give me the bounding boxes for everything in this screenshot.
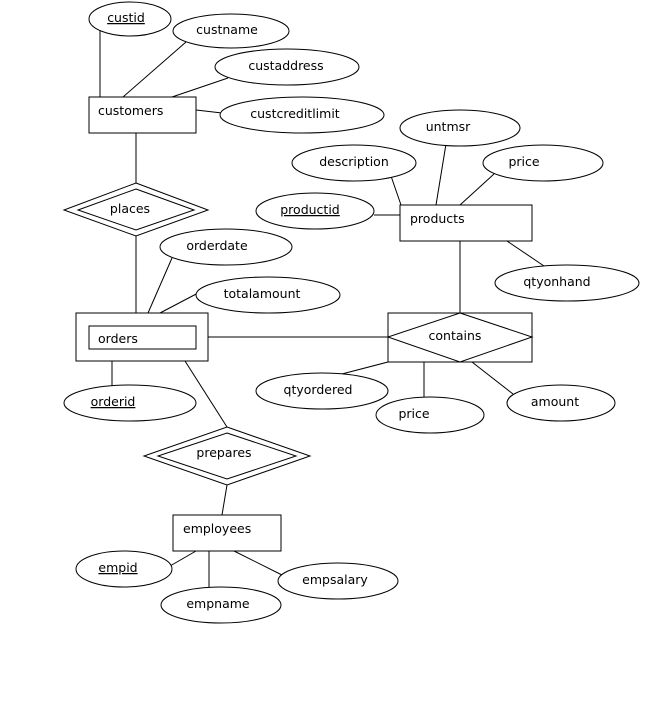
line-custcreditlimit-customers (195, 109, 223, 114)
line-untmsr-products (435, 143, 447, 206)
attribute-empname[interactable]: empname (160, 586, 282, 624)
attribute-qtyordered[interactable]: qtyordered (255, 372, 389, 410)
attribute-ellipse (399, 109, 521, 147)
relationship-contains[interactable]: contains (386, 312, 534, 363)
relationship-inner-diamond (76, 188, 196, 231)
entity-label: products (410, 211, 465, 226)
attribute-amount[interactable]: amount (506, 384, 616, 422)
attribute-label: qtyordered (284, 382, 353, 397)
line-custname-customers (122, 41, 187, 98)
attribute-productid[interactable]: productid (255, 192, 375, 230)
attribute-empsalary[interactable]: empsalary (277, 562, 399, 600)
line-orderdate-orders (147, 257, 173, 314)
attribute-ellipse (195, 276, 341, 314)
weak-entity-inner-box (88, 325, 197, 350)
attribute-ellipse (291, 144, 417, 182)
attribute-custaddress[interactable]: custaddress (214, 48, 360, 86)
attribute-custid[interactable]: custid (88, 1, 172, 37)
attribute-label: empname (186, 596, 250, 611)
attribute-label: empsalary (302, 572, 368, 587)
entity-orders[interactable]: orders (75, 312, 209, 362)
attribute-ellipse (375, 396, 485, 434)
attribute-label: price (508, 154, 539, 169)
attribute-contains-price[interactable]: price (375, 396, 485, 434)
attribute-ellipse (255, 372, 389, 410)
attribute-ellipse (214, 48, 360, 86)
line-price-products (459, 173, 495, 206)
attribute-label: totalamount (224, 286, 301, 301)
entity-products[interactable]: products (399, 204, 533, 242)
attribute-orderdate[interactable]: orderdate (159, 228, 293, 266)
attribute-label: custcreditlimit (250, 106, 340, 121)
attribute-custcreditlimit[interactable]: custcreditlimit (219, 96, 385, 134)
entity-employees[interactable]: employees (172, 514, 282, 552)
entity-label: employees (183, 521, 251, 536)
relationship-prepares[interactable]: prepares (142, 426, 312, 486)
attribute-ellipse (160, 586, 282, 624)
attribute-custname[interactable]: custname (172, 13, 290, 49)
attribute-label: qtyonhand (523, 274, 590, 289)
entity-box (399, 204, 533, 242)
attribute-ellipse (494, 264, 640, 302)
attribute-label: orderid (91, 394, 136, 409)
entity-box (172, 514, 282, 552)
line-description-products (390, 175, 402, 206)
line-orders-prepares (184, 360, 228, 428)
attribute-label: custid (107, 10, 145, 25)
attribute-ellipse (255, 192, 375, 230)
entity-box (88, 96, 197, 134)
attribute-ellipse (88, 1, 172, 37)
relationship-label: places (110, 201, 150, 216)
line-qtyonhand-products (506, 240, 545, 267)
line-custaddress-customers (171, 77, 229, 98)
attribute-ellipse (172, 13, 290, 49)
relationship-label: contains (429, 328, 482, 343)
attribute-ellipse (219, 96, 385, 134)
relationship-label: prepares (196, 445, 251, 460)
attribute-ellipse (159, 228, 293, 266)
relationship-inner-diamond (156, 432, 298, 480)
relationship-diamond (386, 312, 534, 363)
entity-label: customers (98, 103, 163, 118)
attribute-untmsr[interactable]: untmsr (399, 109, 521, 147)
attribute-ellipse (277, 562, 399, 600)
connectors (99, 30, 545, 588)
attribute-ellipse (482, 144, 604, 182)
attribute-product-price[interactable]: price (482, 144, 604, 182)
attribute-label: orderdate (186, 238, 248, 253)
line-empsalary-employees (233, 550, 283, 576)
relationship-places[interactable]: places (62, 182, 210, 237)
line-empid-employees (169, 550, 197, 567)
line-totalamount-orders (159, 291, 201, 314)
attribute-orderid[interactable]: orderid (63, 384, 197, 422)
line-qtyordered-contains (337, 361, 389, 376)
line-amount-contains (471, 361, 514, 395)
entity-customers[interactable]: customers (88, 96, 197, 134)
attribute-label: custaddress (248, 58, 323, 73)
attribute-ellipse (75, 550, 173, 588)
entity-label: orders (98, 331, 138, 346)
attribute-label: price (398, 406, 429, 421)
attribute-label: empid (98, 560, 137, 575)
attribute-label: description (319, 154, 389, 169)
attribute-label: productid (280, 202, 340, 217)
attribute-label: untmsr (426, 119, 471, 134)
attribute-totalamount[interactable]: totalamount (195, 276, 341, 314)
attribute-label: custname (196, 22, 258, 37)
attribute-qtyonhand[interactable]: qtyonhand (494, 264, 640, 302)
attribute-ellipse (506, 384, 616, 422)
line-prepares-employees (221, 484, 228, 516)
attribute-empid[interactable]: empid (75, 550, 173, 588)
attribute-description[interactable]: description (291, 144, 417, 182)
attribute-label: amount (531, 394, 579, 409)
attribute-ellipse (63, 384, 197, 422)
